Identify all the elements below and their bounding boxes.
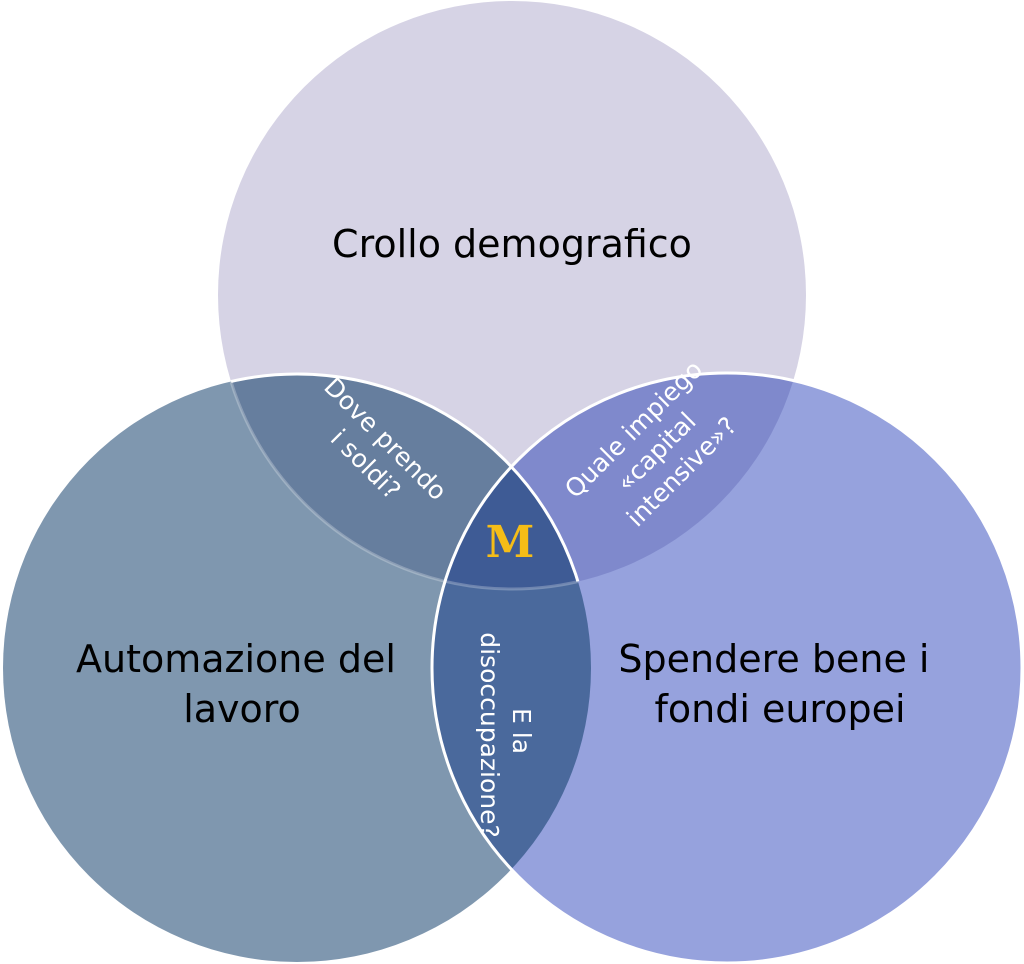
intersection-top-right xyxy=(432,373,806,589)
logo-m: M xyxy=(486,517,535,568)
intersection-top-left xyxy=(218,374,591,589)
label-fondi: Spendere bene i fondi europei xyxy=(618,637,941,731)
label-automazione: Automazione del lavoro xyxy=(76,637,408,731)
label-demografico: Crollo demografico xyxy=(332,222,692,266)
circle-fondi-outline xyxy=(430,371,1024,964)
label-disoccupazione: E la disoccupazione? xyxy=(475,632,536,838)
